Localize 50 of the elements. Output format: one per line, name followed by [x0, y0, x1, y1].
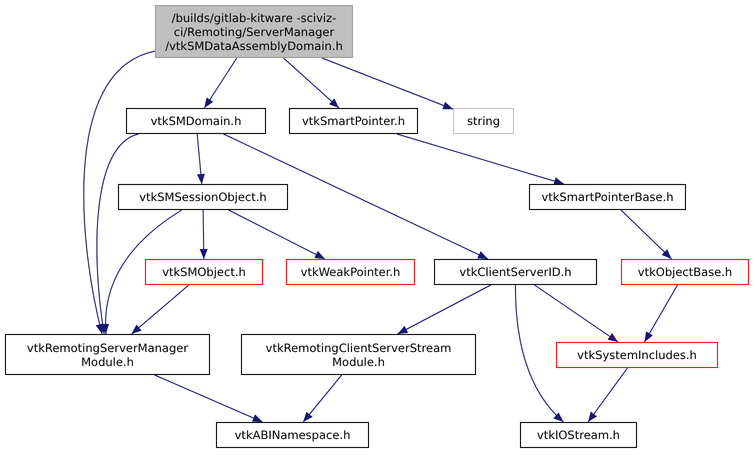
file-name: /builds/gitlab-kitware -sciviz-ci/Remoting/ServerManager /vtkSMDataAssemblyDomain.h — [164, 10, 344, 52]
arrow — [302, 374, 342, 422]
file-name: vtkClientServerID.h — [459, 265, 572, 279]
file-name: vtkSmartPointerBase.h — [541, 190, 674, 204]
file-name: string — [466, 114, 500, 128]
arrow — [588, 368, 628, 422]
file-box — [621, 259, 749, 285]
file-box — [5, 334, 210, 375]
file-box — [289, 108, 418, 134]
file-name: vtkWeakPointer.h — [300, 265, 400, 279]
file-name: vtkRemotingClientServerStream Module.h — [264, 340, 452, 368]
arrow — [204, 58, 238, 108]
arrow — [102, 210, 182, 334]
file-box — [529, 184, 686, 210]
arrow — [396, 134, 565, 185]
arrow — [321, 58, 454, 110]
file-box — [216, 422, 369, 448]
arrow — [620, 210, 672, 260]
arrow — [154, 374, 264, 422]
file-box — [434, 259, 597, 285]
file-box — [126, 108, 266, 134]
file-name: vtkSMSessionObject.h — [139, 190, 267, 204]
arrow — [514, 284, 564, 422]
file-name: vtkIOStream.h — [537, 428, 620, 442]
file-name: vtkObjectBase.h — [638, 265, 732, 279]
file-box — [155, 5, 353, 58]
file-box — [286, 259, 415, 285]
arrow — [397, 284, 492, 334]
arrow — [228, 210, 326, 260]
file-name: vtkSMDomain.h — [150, 114, 242, 128]
arrow — [644, 284, 678, 342]
arrow — [196, 134, 205, 184]
file-box — [453, 108, 514, 134]
file-name: vtkRemotingServerManager Module.h — [26, 340, 190, 368]
file-name: vtkSystemIncludes.h — [577, 348, 697, 362]
file-box — [520, 422, 637, 448]
arrow — [282, 58, 340, 108]
file-box — [241, 334, 476, 375]
arrow — [200, 210, 208, 260]
arrow — [130, 284, 190, 334]
arrow — [96, 134, 140, 334]
arrow — [534, 284, 618, 342]
file-box — [556, 342, 718, 368]
arrow — [223, 134, 488, 260]
file-name: vtkSMObject.h — [162, 265, 246, 279]
file-box — [145, 259, 263, 285]
file-box — [118, 184, 288, 210]
arrow — [83, 50, 156, 334]
file-name: vtkSmartPointer.h — [302, 114, 405, 128]
file-name: vtkABINamespace.h — [234, 428, 350, 442]
